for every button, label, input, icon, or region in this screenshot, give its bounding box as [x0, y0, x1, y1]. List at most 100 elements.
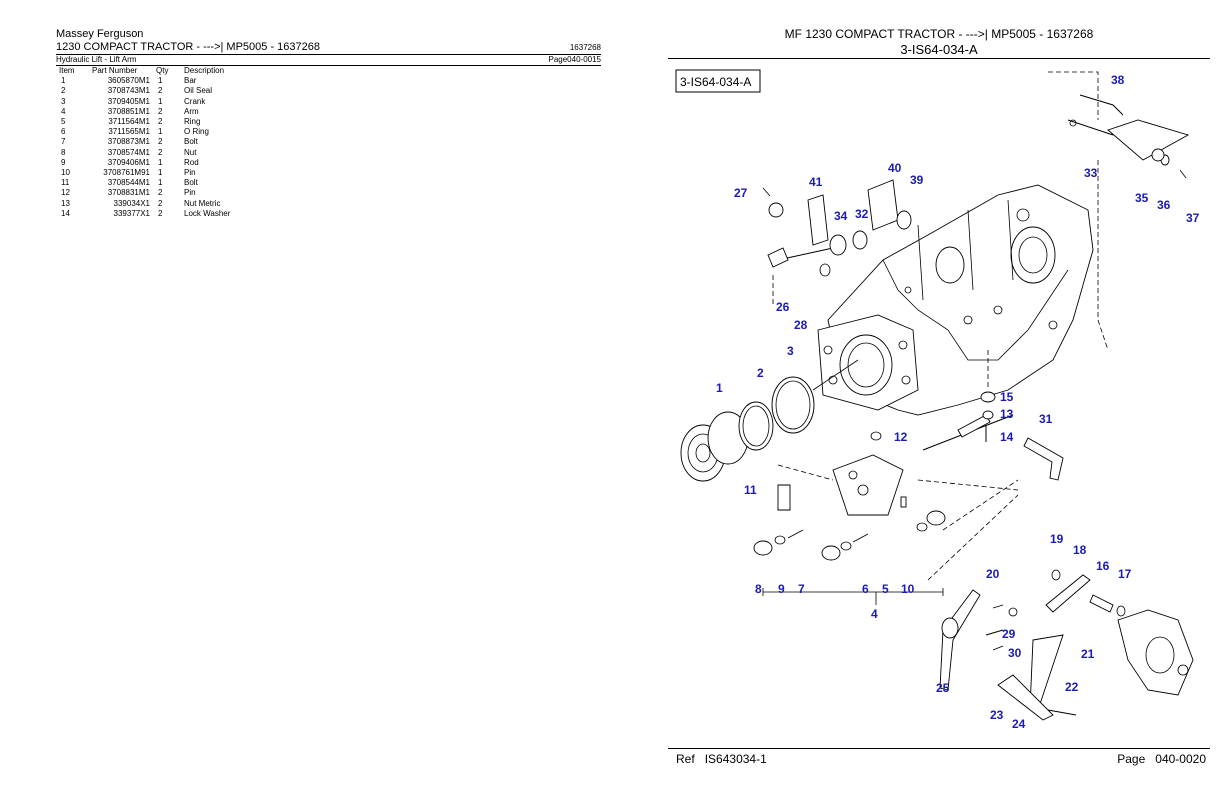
diagram-subtitle: 3-IS64-034-A: [900, 42, 978, 57]
row-description: Bolt: [184, 137, 198, 147]
parts-list-panel: Massey Ferguson 1230 COMPACT TRACTOR - -…: [56, 28, 601, 219]
middle-parts: [870, 350, 1064, 481]
col-item: Item: [59, 66, 75, 75]
row-item: 2: [61, 86, 66, 96]
row-item: 9: [61, 157, 66, 167]
diagram-label-text: 3-IS64-034-A: [680, 75, 751, 89]
dash-frame-upper: [1048, 71, 1109, 351]
ref-label: Ref: [676, 752, 695, 766]
row-part-number: 3711565M1: [108, 127, 150, 137]
row-qty: 1: [158, 178, 163, 188]
row-description: Arm: [184, 106, 199, 116]
page-value: 040-0020: [1155, 752, 1206, 766]
row-part-number: 3708574M1: [107, 147, 150, 157]
row-description: Pin: [184, 188, 196, 198]
row-part-number: 3708544M1: [107, 178, 150, 188]
bottom-linkage: [927, 479, 1194, 721]
callout-32: 32: [855, 207, 869, 221]
section-page-ref: Page040-0015: [548, 55, 602, 64]
row-part-number: 3709406M1: [107, 157, 150, 167]
callout-17: 17: [1118, 567, 1132, 581]
row-qty: 2: [158, 137, 163, 147]
exploded-parts-diagram: 3-IS64-034-A: [675, 69, 1200, 731]
row-part-number: 3708743M1: [107, 86, 150, 96]
footer-ref: Ref IS643034-1: [676, 752, 767, 766]
row-description: Nut Metric: [184, 198, 221, 208]
callout-30: 30: [1008, 646, 1022, 660]
model-code: 1637268: [569, 43, 601, 52]
row-description: Rod: [184, 157, 199, 167]
callout-10: 10: [901, 582, 915, 596]
callout-5: 5: [882, 582, 889, 596]
callout-8: 8: [755, 582, 762, 596]
row-item: 12: [61, 188, 70, 198]
callout-21: 21: [1081, 647, 1095, 661]
row-part-number: 339377X1: [113, 208, 150, 218]
row-part-number: 3708873M1: [107, 137, 150, 147]
page-label: Page: [1117, 752, 1146, 766]
part-2-oil-seal: [738, 401, 774, 451]
callout-18: 18: [1073, 543, 1087, 557]
table-row: 4 3708851M1 2 Arm: [56, 107, 230, 117]
callout-9: 9: [778, 582, 785, 596]
row-qty: 2: [158, 208, 163, 218]
model-header: 1230 COMPACT TRACTOR - --->| MP5005 - 16…: [56, 41, 601, 55]
leader-3: [812, 359, 859, 391]
callout-24: 24: [1012, 717, 1026, 731]
row-description: O Ring: [184, 127, 209, 137]
parts-table-header: Item Part Number Qty Description: [56, 66, 230, 76]
callout-4: 4: [871, 607, 878, 621]
callout-15: 15: [1000, 390, 1014, 404]
row-qty: 1: [158, 157, 163, 167]
top-linkage: [1067, 94, 1190, 179]
callout-23: 23: [990, 708, 1004, 722]
row-item: 5: [61, 117, 66, 127]
callout-20: 20: [986, 567, 1000, 581]
col-qty: Qty: [156, 66, 169, 75]
row-description: Pin: [184, 168, 196, 178]
row-part-number: 3605870M1: [107, 76, 150, 86]
callout-14: 14: [1000, 430, 1014, 444]
callout-40: 40: [888, 161, 902, 175]
row-part-number: 3711564M1: [108, 117, 150, 127]
row-qty: 2: [158, 106, 163, 116]
row-qty: 1: [158, 96, 163, 106]
row-item: 4: [61, 106, 66, 116]
callout-19: 19: [1050, 532, 1064, 546]
callout-22: 22: [1065, 680, 1079, 694]
table-row: 9 3709406M1 1 Rod: [56, 158, 230, 168]
part-3-inner: [775, 380, 811, 430]
callout-39: 39: [910, 173, 924, 187]
row-qty: 2: [158, 117, 163, 127]
row-qty: 2: [158, 147, 163, 157]
callout-16: 16: [1096, 559, 1110, 573]
row-description: Bar: [184, 76, 197, 86]
row-qty: 2: [158, 188, 163, 198]
row-qty: 2: [158, 198, 163, 208]
part-1-cylinder: [680, 411, 749, 482]
row-part-number: 3708851M1: [107, 106, 150, 116]
section-header: Hydraulic Lift - Lift Arm Page040-0015: [56, 55, 601, 66]
callout-1: 1: [716, 381, 723, 395]
ref-value: IS643034-1: [704, 752, 767, 766]
col-description: Description: [184, 66, 225, 75]
row-item: 11: [61, 178, 70, 188]
callout-36: 36: [1157, 198, 1171, 212]
row-description: Nut: [184, 147, 197, 157]
row-description: Lock Washer: [184, 208, 231, 218]
callout-31: 31: [1039, 412, 1053, 426]
callout-25: 25: [936, 681, 950, 695]
row-qty: 1: [158, 127, 163, 137]
callout-35: 35: [1135, 191, 1149, 205]
row-item: 8: [61, 147, 66, 157]
row-part-number: 3709405M1: [107, 96, 150, 106]
part-2-inner: [742, 405, 770, 447]
diagram-label-box: [675, 69, 761, 93]
table-row: 8 3708574M1 2 Nut: [56, 148, 230, 158]
